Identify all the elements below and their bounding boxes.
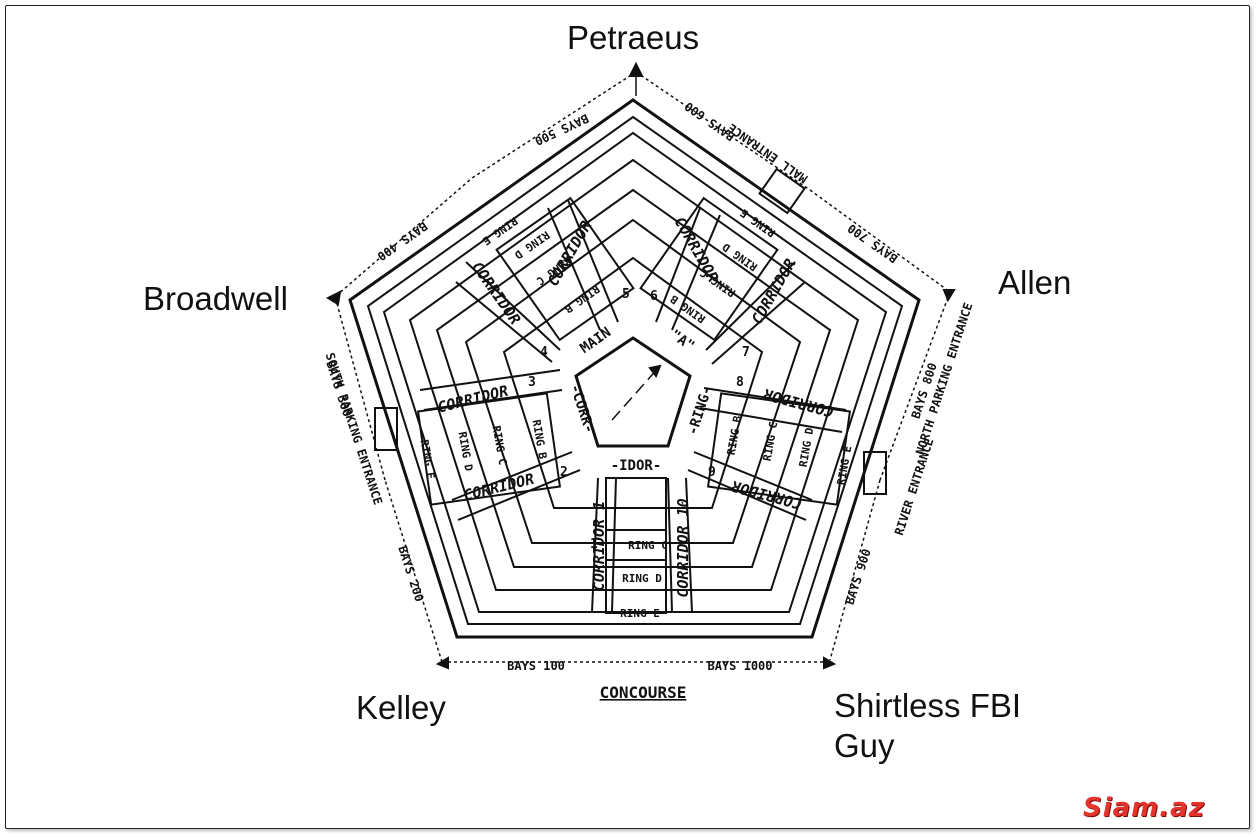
bays-100-label: BAYS 100 (507, 659, 565, 673)
corridor-10-label: CORRIDOR 10 (674, 498, 692, 597)
bays-500-label: BAYS 500 (533, 111, 591, 148)
corridor-right-mid: CORRIDOR (761, 385, 835, 421)
corridor-number-6: 6 (650, 289, 658, 304)
central-courtyard (574, 336, 692, 448)
bays-200-label: BAYS 200 (395, 544, 426, 603)
corridor-number-5: 5 (622, 287, 630, 302)
ring-b-right: RING B (725, 414, 745, 456)
corridor-number-1: 1 (590, 537, 598, 552)
bays-600-label: BAYS 600 (682, 99, 737, 144)
siam-az-logo: Siam.az (1083, 793, 1205, 823)
pentagon-floor-plan: BAYS 500 BAYS 600 MALL ENTRANCE BAYS 700… (323, 61, 975, 702)
mall-entrance-block (758, 167, 806, 215)
corridor-1-label: CORRIDOR 1 (590, 501, 608, 591)
ring-c-left: RING C (490, 425, 510, 466)
bays-400-label: BAYS 400 (375, 219, 430, 264)
corridor-left-low: CORRIDOR (462, 470, 536, 505)
label-broadwell: Broadwell (143, 280, 288, 317)
corridor-left-upper: CORRIDOR (468, 258, 524, 328)
corridor-number-9: 9 (708, 465, 716, 480)
idor-label: -IDOR- (611, 458, 662, 474)
label-allen: Allen (998, 264, 1072, 301)
corridor-number-3: 3 (528, 375, 536, 390)
wing-blocks (416, 196, 852, 614)
label-kelley: Kelley (356, 689, 446, 726)
corridor-number-8: 8 (736, 375, 744, 390)
a-label: "A" (667, 327, 697, 355)
ring-d-bottom: RING D (622, 572, 662, 585)
south-entrance-block (374, 407, 398, 451)
ring-c-bottom: RING C (628, 539, 668, 552)
corridor-number-2: 2 (560, 465, 568, 480)
ring-e-top-left: RING E (480, 214, 520, 247)
label-petraeus: Petraeus (567, 19, 700, 56)
concourse-label: CONCOURSE (600, 683, 687, 702)
bays-700-label: BAYS 700 (845, 221, 900, 266)
pentagon-ring-a (502, 256, 764, 509)
label-shirtless-fbi-guy: Shirtless FBI Guy (834, 687, 1022, 764)
bays-1000-label: BAYS 1000 (707, 659, 772, 673)
corridor-top-right: CORRIDOR (670, 214, 722, 286)
main-label: MAIN (577, 325, 614, 357)
corridors (419, 199, 847, 613)
mall-entrance-label: MALL ENTRANCE (725, 121, 810, 186)
ring-d-right: RING D (797, 426, 817, 468)
north-entrance-block (863, 451, 887, 495)
corr-label: -CORR- (566, 382, 597, 435)
corridor-number-4: 4 (540, 345, 548, 360)
pentagon-ring-c (435, 188, 832, 568)
ring-e-bottom: RING E (620, 607, 660, 620)
pentagon-ring-e (366, 115, 904, 625)
bays-900-label: BAYS 900 (843, 547, 874, 606)
ring-e-top-right: RING E (738, 206, 778, 239)
pentagon-outer-wall (348, 98, 921, 639)
corridor-number-7: 7 (742, 345, 750, 360)
dimension-lines (335, 68, 951, 663)
slide-frame (5, 5, 1250, 829)
pentagon-ring-b (464, 218, 802, 544)
ring-c-right: RING C (761, 421, 781, 462)
